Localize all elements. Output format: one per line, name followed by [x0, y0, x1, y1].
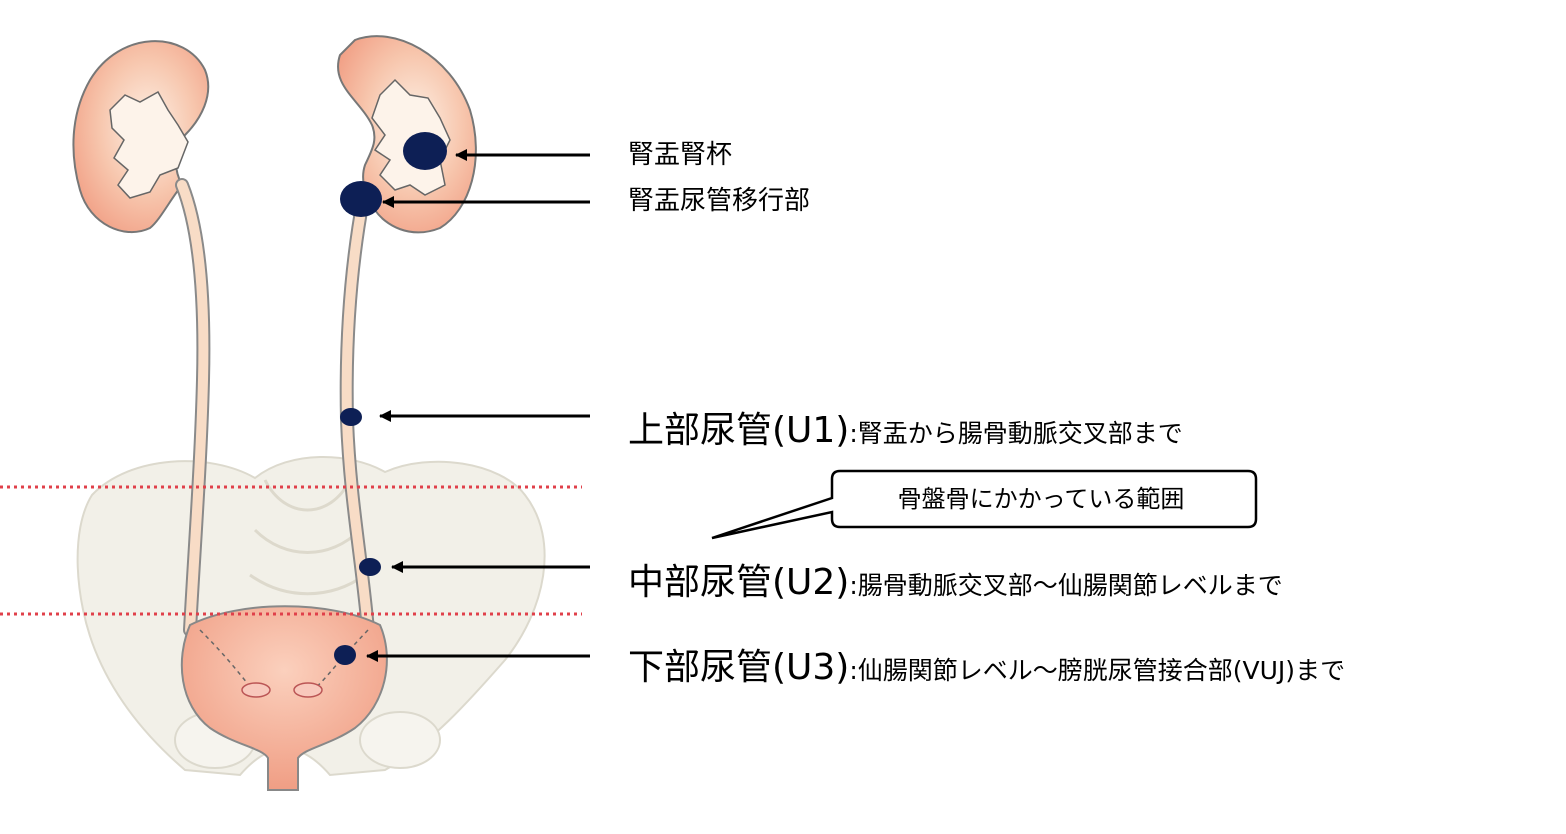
lower-ureter-desc: :仙腸関節レベル～膀胱尿管接合部(VUJ)まで — [849, 656, 1346, 685]
label-upper-ureter: 上部尿管(U1):腎盂から腸骨動脈交叉部まで — [628, 413, 1183, 449]
upper-ureter-title: 上部尿管(U1) — [628, 410, 850, 451]
arrows — [366, 149, 590, 662]
label-middle-ureter: 中部尿管(U2):腸骨動脈交叉部～仙腸関節レベルまで — [628, 565, 1283, 601]
label-upj: 腎盂尿管移行部 — [628, 186, 811, 216]
stone-upj — [340, 181, 382, 217]
stone-renal-pelvis — [403, 132, 447, 170]
lower-ureter-title: 下部尿管(U3) — [628, 647, 850, 688]
stone-upper-ureter — [340, 408, 362, 426]
middle-ureter-desc: :腸骨動脈交叉部～仙腸関節レベルまで — [849, 571, 1283, 600]
stone-middle-ureter — [359, 558, 381, 576]
label-lower-ureter: 下部尿管(U3):仙腸関節レベル～膀胱尿管接合部(VUJ)まで — [628, 650, 1345, 686]
callout-text: 骨盤骨にかかっている範囲 — [897, 485, 1185, 513]
callout-bubble — [711, 469, 1258, 540]
middle-ureter-title: 中部尿管(U2) — [628, 562, 850, 603]
upper-ureter-desc: :腎盂から腸骨動脈交叉部まで — [849, 419, 1183, 448]
stone-lower-ureter — [334, 645, 356, 665]
label-renal-pelvis-calyx: 腎盂腎杯 — [628, 140, 733, 170]
